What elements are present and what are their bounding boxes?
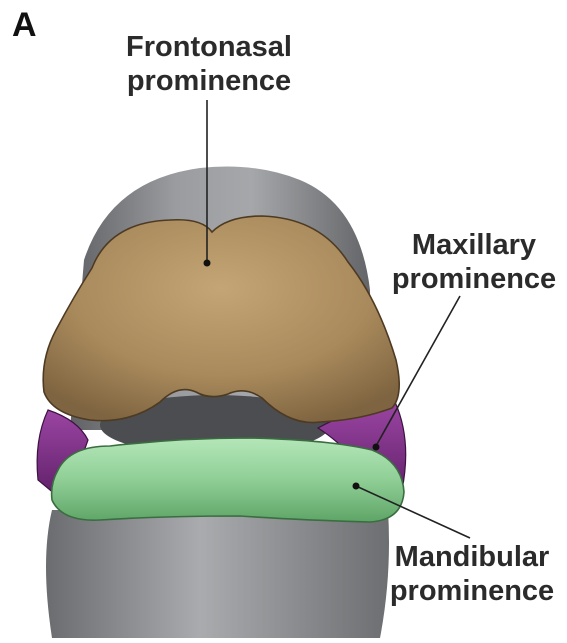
maxillary-label-line1: Maxillary (386, 228, 562, 262)
mandibular-label-line1: Mandibular (384, 540, 560, 574)
mandibular-label-line2: prominence (384, 574, 560, 608)
mandibular-label: Mandibular prominence (384, 540, 560, 608)
frontonasal-label-line2: prominence (114, 64, 304, 98)
maxillary-leader-dot (373, 444, 380, 451)
mandibular-prominence (52, 438, 404, 522)
mandibular-leader-dot (353, 483, 360, 490)
neck (46, 510, 389, 638)
frontonasal-leader-dot (204, 260, 211, 267)
panel-letter: A (12, 6, 37, 45)
maxillary-label-line2: prominence (386, 262, 562, 296)
frontonasal-label: Frontonasal prominence (114, 30, 304, 98)
frontonasal-label-line1: Frontonasal (114, 30, 304, 64)
maxillary-label: Maxillary prominence (386, 228, 562, 296)
